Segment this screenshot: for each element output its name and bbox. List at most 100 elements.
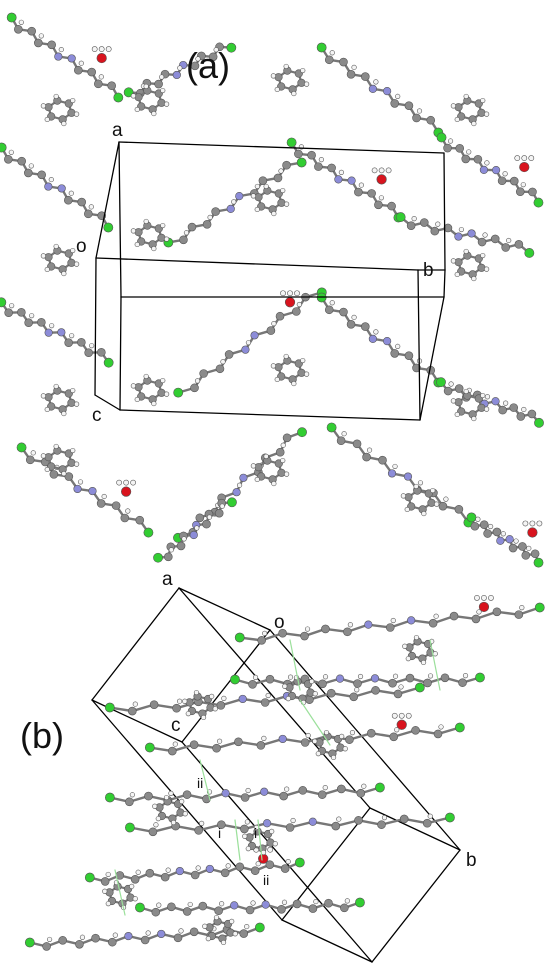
cell-edge bbox=[94, 257, 97, 396]
hydrogen-atom bbox=[105, 46, 112, 52]
hydrogen-atom bbox=[336, 816, 342, 822]
carbon-atom bbox=[307, 150, 316, 160]
chlorine-atom bbox=[103, 357, 114, 368]
carbon-atom bbox=[374, 200, 383, 210]
hydrogen-atom bbox=[285, 858, 291, 865]
contact-line bbox=[299, 699, 331, 746]
hydrogen-atom bbox=[152, 803, 158, 809]
hydrogen-atom bbox=[270, 363, 276, 369]
hydrogen-atom bbox=[263, 453, 269, 460]
hydrogen-atom bbox=[102, 888, 108, 894]
hydrogen-atom bbox=[480, 97, 486, 104]
hydrogen-atom bbox=[44, 406, 50, 413]
hydrogen-atom bbox=[521, 155, 528, 161]
carbon-atom bbox=[44, 103, 53, 112]
carbon-atom bbox=[258, 176, 268, 185]
carbon-atom bbox=[187, 222, 197, 232]
hydrogen-atom bbox=[129, 792, 135, 798]
nitrogen-atom bbox=[407, 616, 416, 625]
nitrogen-atom bbox=[54, 52, 63, 61]
chlorine-atom bbox=[294, 857, 305, 868]
cell-edge bbox=[181, 629, 271, 743]
chlorine-atom bbox=[436, 132, 447, 143]
cell-edge bbox=[91, 587, 180, 701]
carbon-atom bbox=[125, 797, 134, 807]
hydrogen-atom bbox=[300, 357, 306, 364]
carbon-atom bbox=[94, 79, 103, 89]
oxygen-atom bbox=[284, 297, 296, 308]
carbon-atom bbox=[477, 403, 486, 412]
carbon-atom bbox=[477, 108, 486, 117]
hydrogen-atom bbox=[454, 411, 460, 418]
carbon-atom bbox=[483, 529, 492, 538]
hydrogen-atom bbox=[421, 510, 427, 517]
hydrogen-atom bbox=[88, 204, 94, 210]
hydrogen-atom bbox=[195, 865, 201, 871]
carbon-atom bbox=[297, 368, 306, 377]
carbon-atom bbox=[367, 189, 376, 198]
hydrogen-atom bbox=[123, 479, 130, 486]
carbon-atom bbox=[190, 870, 200, 880]
hydrogen-atom bbox=[484, 160, 490, 166]
chlorine-atom bbox=[226, 42, 237, 53]
contact-line bbox=[289, 639, 301, 691]
carbon-atom bbox=[42, 942, 51, 951]
hydrogen-atom bbox=[287, 674, 294, 680]
nitrogen-atom bbox=[88, 486, 97, 496]
hydrogen-atom bbox=[105, 901, 111, 907]
hydrogen-atom bbox=[185, 711, 191, 717]
hydrogen-atom bbox=[200, 714, 207, 721]
hydrogen-atom bbox=[450, 258, 456, 264]
hydrogen-atom bbox=[395, 343, 401, 350]
chlorine-atom bbox=[144, 742, 155, 753]
hydrogen-atom bbox=[427, 813, 433, 819]
carbon-atom bbox=[77, 338, 86, 347]
nitrogen-atom bbox=[57, 184, 66, 193]
hydrogen-atom bbox=[271, 480, 277, 487]
nitrogen-atom bbox=[230, 901, 239, 910]
hydrogen-atom bbox=[373, 79, 379, 85]
contact-line bbox=[257, 819, 263, 861]
carbon-atom bbox=[454, 384, 464, 393]
carbon-atom bbox=[356, 788, 366, 798]
carbon-atom bbox=[514, 610, 524, 619]
carbon-atom bbox=[25, 455, 35, 465]
hydrogen-atom bbox=[69, 333, 75, 339]
hydrogen-atom bbox=[458, 226, 465, 233]
cell-edge bbox=[443, 152, 446, 271]
oxygen-atom bbox=[121, 486, 132, 497]
nitrogen-atom bbox=[491, 166, 501, 175]
hydrogen-atom bbox=[338, 169, 344, 175]
hydrogen-atom bbox=[53, 383, 59, 390]
carbon-atom bbox=[260, 698, 270, 707]
nitrogen-atom bbox=[262, 819, 272, 828]
carbon-atom bbox=[173, 933, 183, 943]
hydrogen-atom bbox=[282, 683, 288, 689]
carbon-atom bbox=[449, 611, 459, 621]
hydrogen-atom bbox=[503, 400, 509, 406]
carbon-atom bbox=[339, 57, 348, 67]
hydrogen-atom bbox=[351, 314, 357, 320]
hydrogen-atom bbox=[435, 221, 441, 227]
carbon-atom bbox=[44, 453, 53, 462]
hydrogen-atom bbox=[513, 538, 519, 544]
hydrogen-atom bbox=[342, 746, 348, 752]
hydrogen-atom bbox=[329, 300, 335, 306]
hydrogen-atom bbox=[255, 861, 261, 867]
carbon-atom bbox=[454, 103, 463, 112]
hydrogen-atom bbox=[143, 373, 149, 380]
hydrogen-atom bbox=[502, 171, 508, 177]
cell-edge bbox=[95, 257, 419, 271]
carbon-atom bbox=[371, 686, 380, 695]
carbon-atom bbox=[167, 902, 176, 912]
hydrogen-atom bbox=[8, 149, 14, 155]
contact-lines-b bbox=[114, 639, 441, 916]
carbon-atom bbox=[168, 746, 177, 756]
hydrogen-atom bbox=[250, 463, 256, 469]
carbon-atom bbox=[389, 732, 399, 742]
carbon-atom bbox=[134, 228, 143, 237]
carbon-atom bbox=[443, 143, 452, 153]
hydrogen-atom bbox=[134, 241, 140, 248]
hydrogen-atom bbox=[267, 846, 274, 853]
carbon-atom bbox=[385, 623, 395, 632]
